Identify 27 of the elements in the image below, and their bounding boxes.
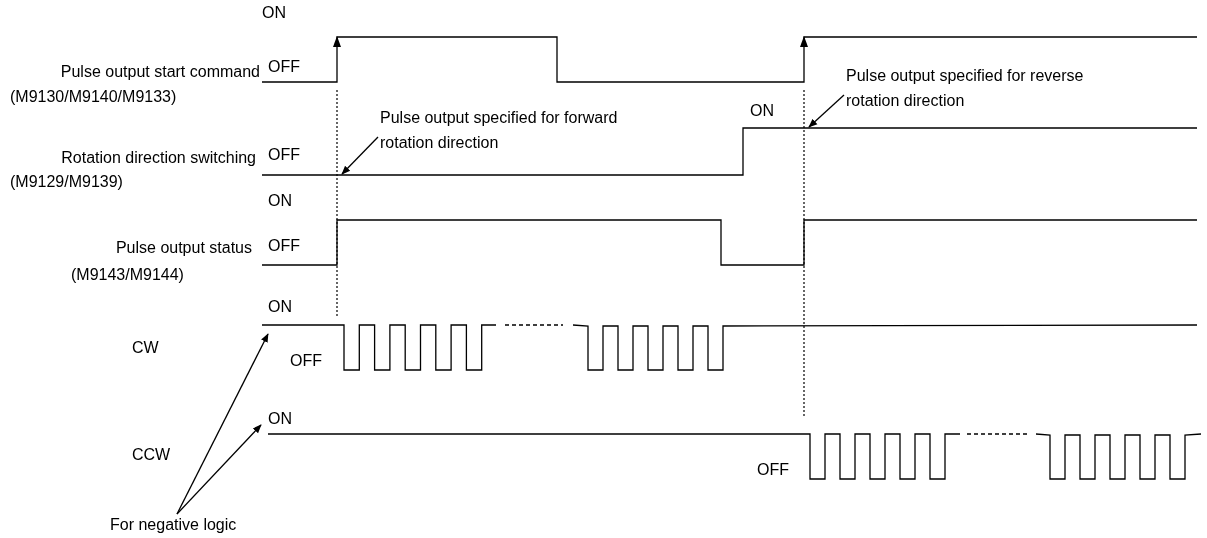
state-label: ON: [750, 101, 774, 120]
annotation-text: Pulse output specified for forward rotation direction: [380, 105, 620, 155]
state-label: ON: [262, 3, 286, 22]
signal-name: CW: [132, 338, 159, 357]
state-label: OFF: [757, 460, 789, 479]
state-label: OFF: [268, 145, 300, 164]
device-address: (M9143/M9144): [71, 265, 184, 284]
signal-name: Pulse output start command: [60, 62, 260, 81]
cw-pulse-waveform: [261, 324, 1198, 371]
state-label: OFF: [290, 351, 322, 370]
state-label: ON: [268, 191, 292, 210]
signal-name: Rotation direction switching: [61, 148, 256, 167]
device-address: (M9130/M9140/M9133): [10, 87, 177, 106]
leader-line: [341, 136, 379, 175]
annotation-text: Pulse output specified for reverse rotation direction: [846, 63, 1086, 113]
state-label: OFF: [268, 236, 300, 255]
leader-line: [176, 333, 269, 515]
leader-line: [808, 94, 845, 128]
leader-line: [176, 424, 262, 515]
signal-name: CCW: [132, 445, 171, 464]
state-label: OFF: [268, 57, 300, 76]
device-address: (M9129/M9139): [10, 172, 123, 191]
state-label: ON: [268, 297, 292, 316]
ccw-pulse-waveform: [267, 433, 1202, 480]
state-label: ON: [268, 409, 292, 428]
annotation-text: For negative logic: [110, 512, 310, 537]
signal-name: Pulse output status: [115, 238, 252, 257]
